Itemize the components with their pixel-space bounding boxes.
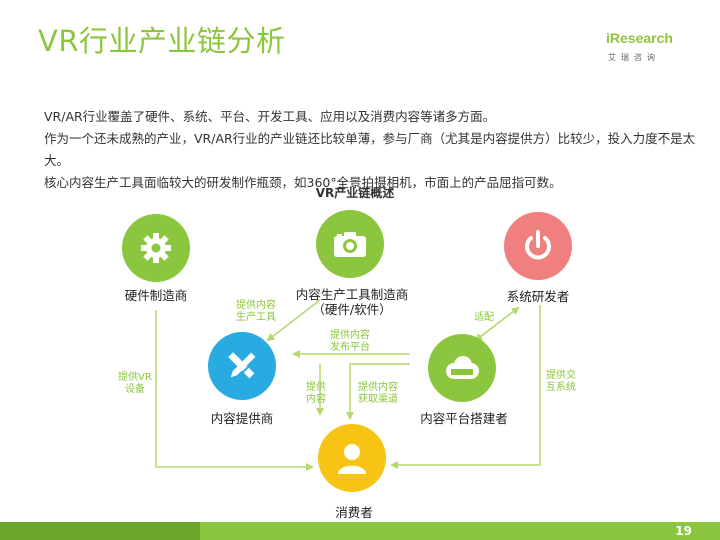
power-icon (520, 228, 556, 264)
edge-platform-consumer (346, 363, 410, 420)
footer-accent (0, 522, 200, 540)
platform-node (428, 334, 496, 402)
edge-label-system-consumer: 提供交 互系统 (546, 370, 576, 393)
content-tools-label-2: （硬件/软件） (312, 302, 392, 317)
logo-text: iResearch (606, 30, 673, 46)
content-tools-label: 内容生产工具制造商 (295, 287, 409, 302)
logo-subtext: 艾瑞咨询 (608, 53, 660, 62)
pen-tools-icon (224, 348, 260, 384)
content-provider-node (208, 332, 276, 400)
platform-label: 内容平台搭建者 (420, 411, 508, 426)
camera-icon (332, 229, 368, 259)
system-label: 系统研发者 (506, 289, 570, 304)
diagram-title: VR产业链概述 (315, 186, 395, 200)
edge-tools-provider (266, 299, 321, 342)
edge-label-hardware-consumer: 提供VR 设备 (118, 372, 152, 395)
edge-label-platform-consumer: 提供内容 获取渠道 (358, 382, 398, 405)
edge-label-platform-provider: 提供内容 发布平台 (330, 330, 370, 353)
paragraph-2: 作为一个还未成熟的产业，VR/AR行业的产业链还比较单薄，参与厂商（尤其是内容提… (44, 131, 696, 146)
paragraph-3: 大。 (44, 153, 70, 168)
cloud-icon (443, 355, 481, 381)
edge-label-provider-consumer: 提供 内容 (306, 382, 326, 405)
edge-system-consumer (390, 305, 541, 469)
paragraph-4: 核心内容生产工具面临较大的研发制作瓶颈，如360°全景拍摄相机，市面上的产品屈指… (44, 175, 562, 190)
gear-icon (139, 231, 173, 265)
system-node (504, 212, 572, 280)
user-icon (335, 441, 369, 475)
consumer-label: 消费者 (335, 505, 373, 520)
iresearch-logo: iResearch 艾瑞咨询 (606, 30, 684, 70)
page-number: 19 (675, 524, 692, 538)
hardware-label: 硬件制造商 (124, 288, 188, 303)
content-tools-node (316, 210, 384, 278)
hardware-node (122, 214, 190, 282)
paragraph-1: VR/AR行业覆盖了硬件、系统、平台、开发工具、应用以及消费内容等诸多方面。 (44, 109, 496, 124)
edge-hardware-consumer (155, 310, 314, 471)
edge-label-tools-provider: 提供内容 生产工具 (236, 300, 276, 323)
page-title: VR行业产业链分析 (38, 24, 286, 58)
edge-label-system-adapt: 适配 (474, 312, 494, 323)
consumer-node (318, 424, 386, 492)
content-provider-label: 内容提供商 (210, 411, 274, 426)
